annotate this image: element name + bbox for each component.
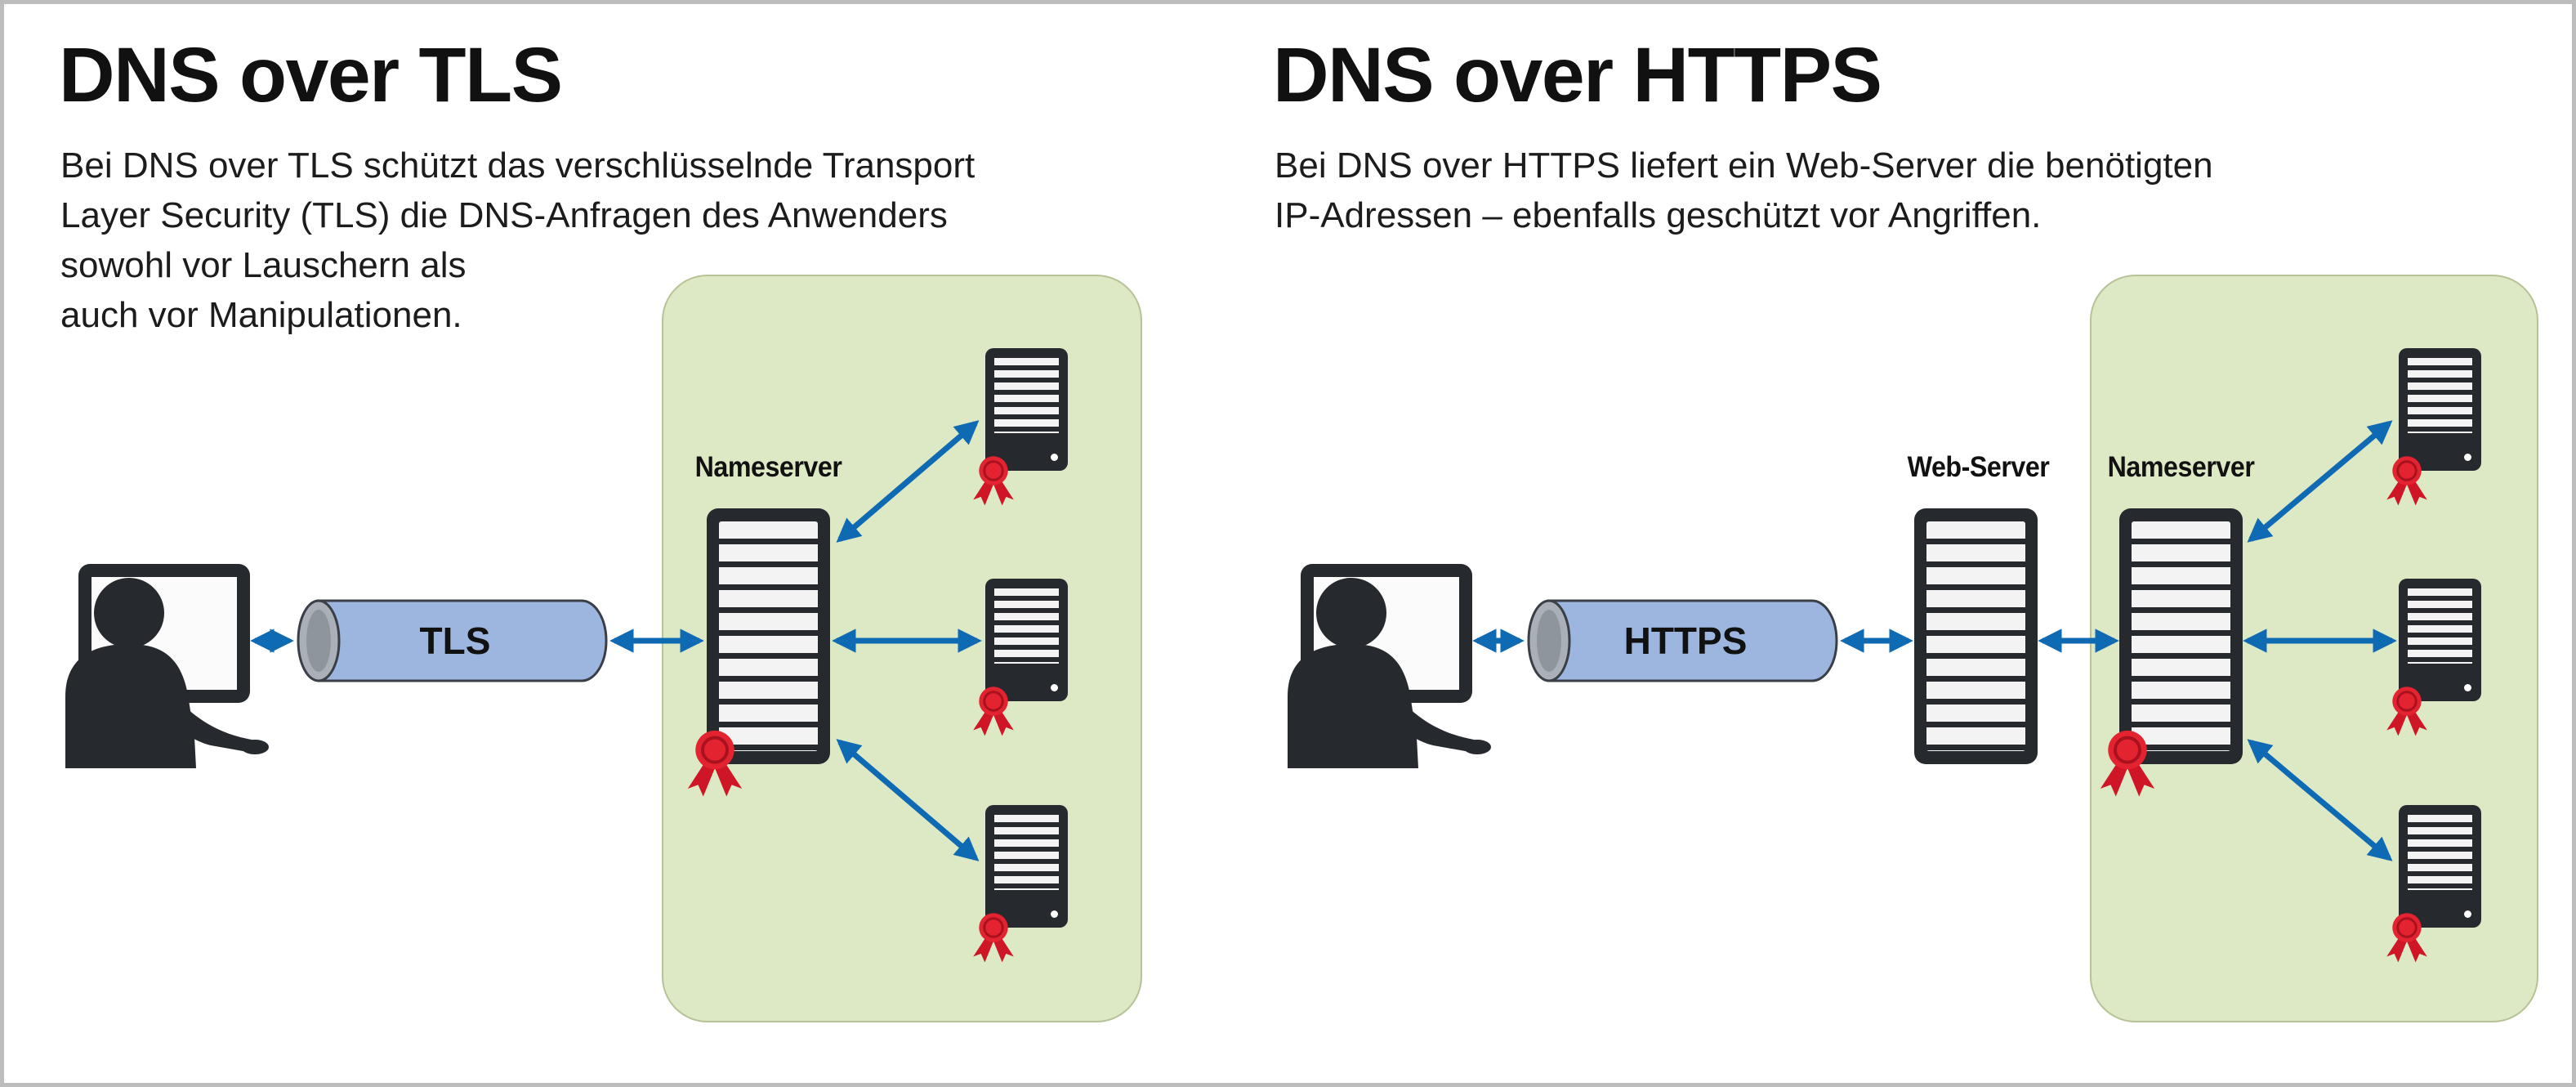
user-computer-icon [65, 564, 269, 768]
description-line: sowohl vor Lauschern als [60, 245, 467, 285]
webserver-label: Web-Server [1907, 451, 2050, 483]
authoritative-server [985, 805, 1068, 928]
authoritative-server [2399, 348, 2481, 471]
https-tunnel-icon [1527, 599, 1838, 682]
seal-badge-icon [973, 913, 1014, 963]
panel-title-dns-over-tls: DNS over TLS [59, 32, 563, 119]
webserver-tower [1914, 508, 2038, 764]
nameserver-label: Nameserver [2107, 451, 2255, 483]
seal-badge-icon [2386, 687, 2427, 736]
panel-description-https: Bei DNS over HTTPS liefert ein Web-Serve… [1275, 141, 2213, 240]
description-line: auch vor Manipulationen. [60, 295, 462, 335]
seal-badge-icon [973, 687, 1014, 736]
tls-tunnel-icon [297, 599, 608, 682]
description-line: Bei DNS over HTTPS liefert ein Web-Serve… [1275, 145, 2213, 186]
authoritative-server [985, 348, 1068, 471]
authoritative-server [2399, 579, 2481, 701]
authoritative-server [2399, 805, 2481, 928]
tunnel-label-tls: TLS [419, 620, 491, 662]
nameserver-tower [2119, 508, 2243, 764]
panel-description-tls: Bei DNS over TLS schützt das verschlüsse… [60, 141, 975, 340]
seal-badge-icon [687, 730, 743, 797]
authoritative-server [985, 579, 1068, 701]
description-line: Bei DNS over TLS schützt das verschlüsse… [60, 145, 975, 186]
nameserver-label: Nameserver [694, 451, 842, 483]
description-line: IP-Adressen – ebenfalls geschützt vor An… [1275, 195, 2042, 235]
seal-badge-icon [2100, 730, 2155, 797]
seal-badge-icon [973, 456, 1014, 506]
seal-badge-icon [2386, 913, 2427, 963]
nameserver-tower [707, 508, 830, 764]
panel-title-dns-over-https: DNS over HTTPS [1273, 32, 1882, 119]
seal-badge-icon [2386, 456, 2427, 506]
tunnel-label-https: HTTPS [1623, 620, 1748, 662]
user-computer-icon [1288, 564, 1491, 768]
description-line: Layer Security (TLS) die DNS-Anfragen de… [60, 195, 948, 235]
